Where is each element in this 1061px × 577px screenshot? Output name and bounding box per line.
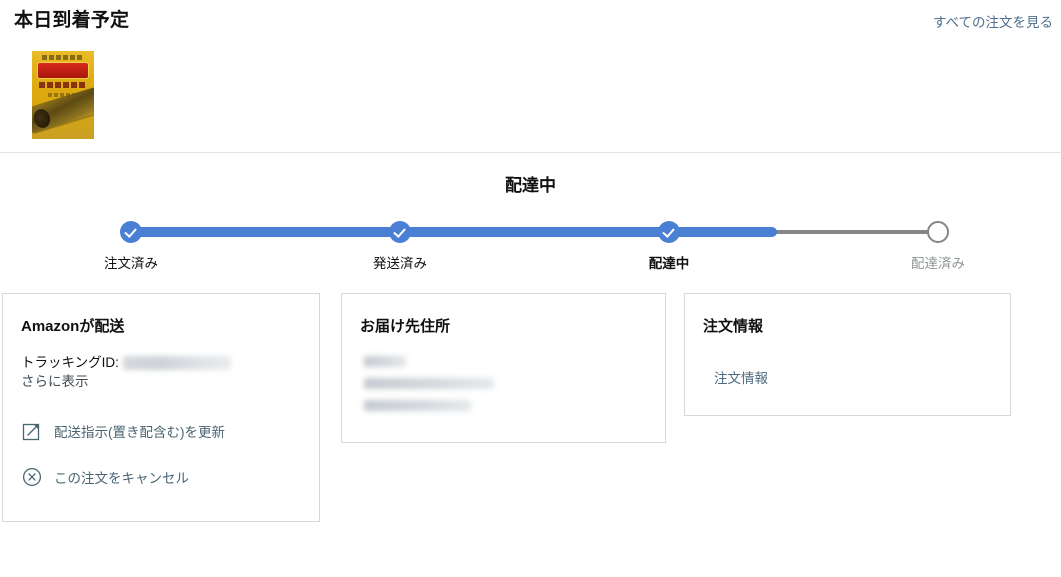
order-info-card-title: 注文情報	[703, 318, 764, 335]
tracking-id-value-redacted	[122, 356, 231, 370]
product-thumbnail-toptext	[42, 55, 84, 60]
page-title: 本日到着予定	[14, 10, 130, 31]
shipping-address-card-title: お届け先住所	[360, 318, 451, 335]
progress-node-delivered	[927, 221, 949, 243]
address-line-2-redacted	[364, 378, 494, 389]
product-thumbnail-caption	[48, 93, 78, 97]
delivery-status-title: 配達中	[505, 176, 556, 195]
edit-square-icon	[21, 420, 43, 442]
delivery-progress-tracker: 配達中 注文済み 発送済み 配達中 配達済み	[0, 153, 1061, 283]
progress-node-shipped	[389, 221, 411, 243]
progress-line	[120, 221, 1061, 243]
order-info-card: 注文情報 注文情報	[684, 293, 1011, 416]
product-thumbnail-logo	[38, 63, 88, 78]
order-header: 本日到着予定 すべての注文を見る	[0, 0, 1061, 152]
shipper-card-title: Amazonが配送	[21, 318, 125, 335]
update-delivery-instructions-button[interactable]: 配送指示(置き配含む)を更新	[21, 420, 225, 442]
progress-track-fill	[131, 227, 777, 237]
update-delivery-instructions-label: 配送指示(置き配含む)を更新	[54, 425, 225, 440]
address-line-3-redacted	[364, 400, 471, 411]
tracking-id-label: トラッキングID:	[21, 355, 119, 370]
product-thumbnail[interactable]	[32, 51, 94, 139]
order-info-link[interactable]: 注文情報	[714, 371, 768, 386]
shipper-card: Amazonが配送 トラッキングID: さらに表示 配送指示(置き配含む)を更新	[2, 293, 320, 522]
tracking-id-row: トラッキングID:	[21, 353, 231, 372]
product-thumbnail-subtitle	[39, 82, 87, 88]
cancel-order-label: この注文をキャンセル	[54, 471, 189, 486]
step-label-out-for-delivery: 配達中	[648, 256, 690, 271]
step-label-shipped: 発送済み	[373, 256, 427, 271]
progress-node-ordered	[120, 221, 142, 243]
cancel-circle-icon	[21, 466, 43, 488]
cancel-order-button[interactable]: この注文をキャンセル	[21, 466, 189, 488]
step-label-delivered: 配達済み	[911, 256, 965, 271]
view-all-orders-link[interactable]: すべての注文を見る	[932, 15, 1053, 30]
address-line-1-redacted	[364, 356, 406, 367]
section-divider	[0, 152, 1061, 153]
progress-node-out-for-delivery	[658, 221, 680, 243]
show-more-link[interactable]: さらに表示	[21, 374, 89, 389]
shipping-address-card: お届け先住所	[341, 293, 666, 443]
step-label-ordered: 注文済み	[104, 256, 158, 271]
